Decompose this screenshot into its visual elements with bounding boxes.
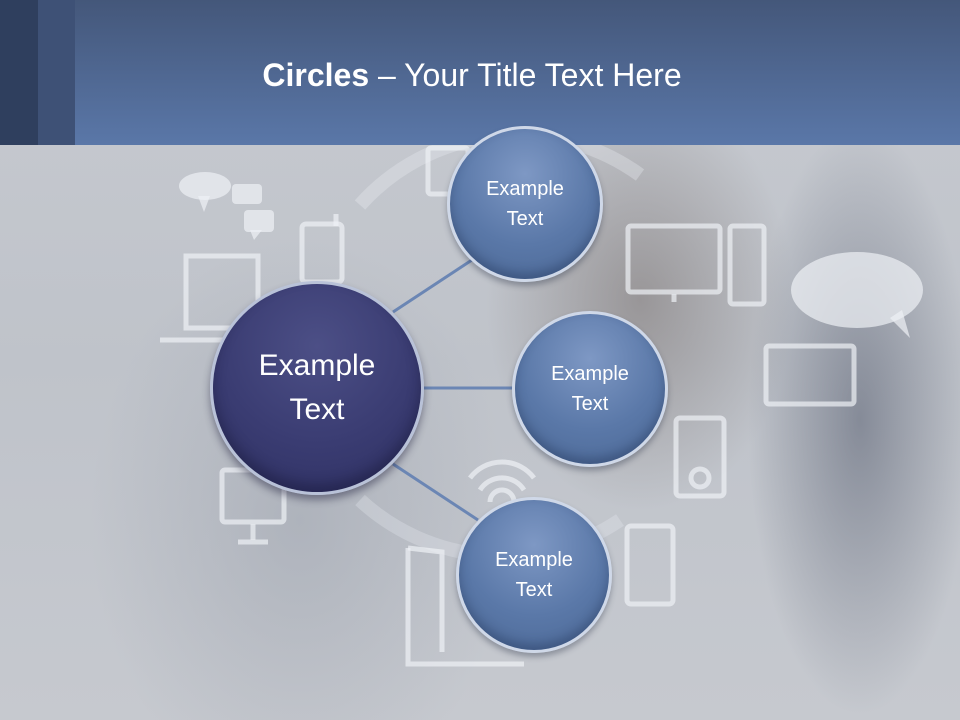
chat-bubble-icon bbox=[791, 252, 923, 338]
header-accent-dark bbox=[0, 0, 38, 145]
center-circle[interactable]: Example Text bbox=[210, 281, 424, 495]
satellite-middle-line2: Text bbox=[571, 393, 609, 415]
wifi-icon bbox=[468, 459, 536, 503]
satellite-top-line1: Example bbox=[486, 178, 564, 200]
satellite-top-line2: Text bbox=[506, 208, 544, 230]
satellite-circle-top[interactable]: Example Text bbox=[447, 126, 603, 282]
connector-bottom bbox=[392, 462, 479, 522]
satellite-bottom-line2: Text bbox=[515, 579, 553, 601]
connector-top bbox=[392, 254, 479, 314]
center-circle-line2: Text bbox=[289, 393, 345, 426]
title-bold: Circles bbox=[262, 57, 370, 93]
satellite-circle-bottom[interactable]: Example Text bbox=[456, 497, 612, 653]
center-circle-line1: Example bbox=[258, 349, 376, 382]
bottom-laptop-icon bbox=[405, 545, 524, 667]
media-player-icon bbox=[673, 415, 727, 499]
slide-title[interactable]: Circles – Your Title Text Here bbox=[0, 55, 944, 95]
title-rest: – Your Title Text Here bbox=[369, 57, 682, 93]
speech-bubbles-icon bbox=[179, 172, 274, 240]
title-band: Circles – Your Title Text Here bbox=[0, 0, 960, 145]
satellite-middle-line1: Example bbox=[551, 363, 629, 385]
satellite-bottom-line1: Example bbox=[495, 549, 573, 571]
header-accent-mid bbox=[38, 0, 75, 145]
desktop-icon bbox=[625, 223, 857, 407]
satellite-circle-middle[interactable]: Example Text bbox=[512, 311, 668, 467]
